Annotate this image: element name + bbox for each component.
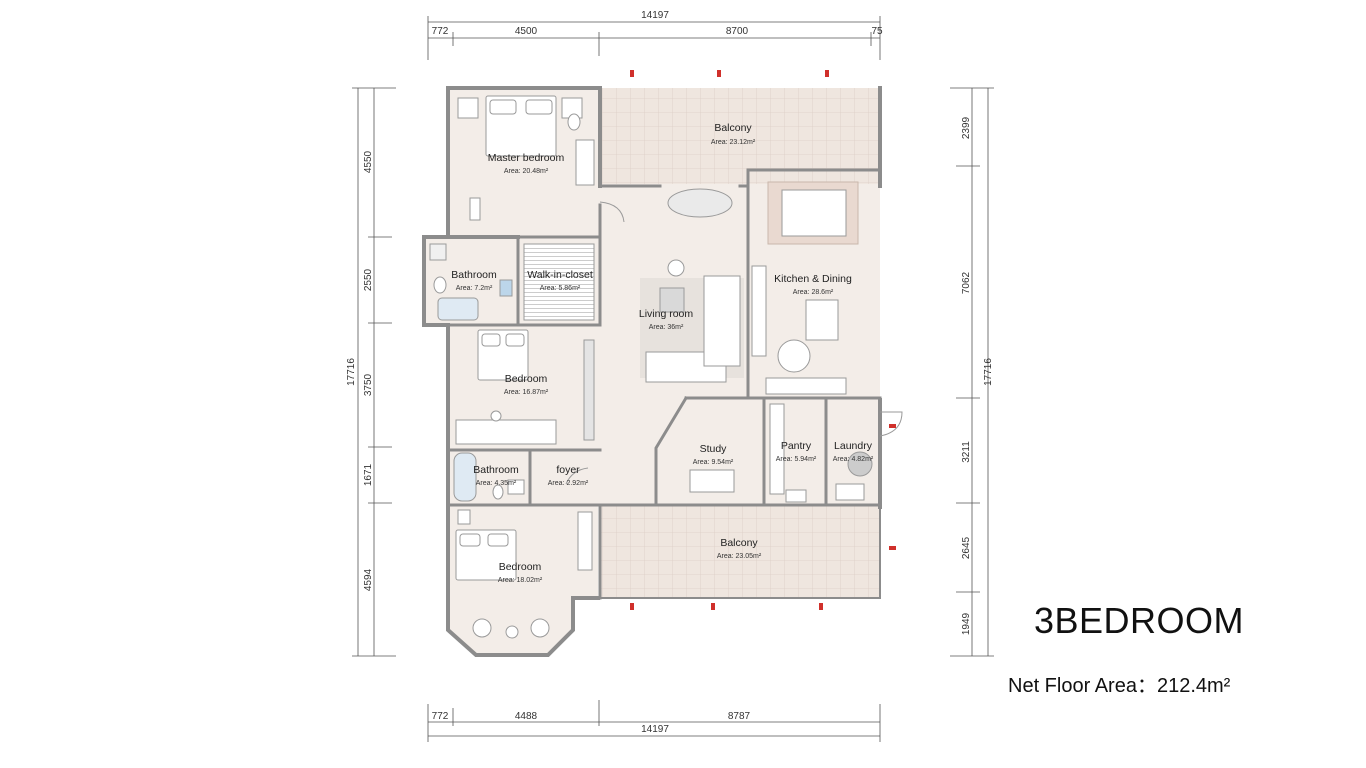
- room-area-kitchen-dining: Area: 28.6m²: [793, 289, 834, 296]
- dim-left-seg-5: 4594: [363, 568, 374, 591]
- room-area-living-room: Area: 36m²: [649, 324, 684, 331]
- dim-left-total: 17716: [346, 358, 357, 386]
- room-name-master-bedroom: Master bedroom: [488, 152, 565, 164]
- room-area-bedroom-3: Area: 18.02m²: [498, 577, 543, 584]
- room-area-study: Area: 9.54m²: [693, 459, 734, 466]
- dim-right-seg-4: 2645: [961, 536, 972, 559]
- room-area-bathroom-2: Area: 4.35m²: [476, 480, 517, 487]
- room-name-bedroom-3: Bedroom: [499, 561, 542, 573]
- dim-right-seg-3: 3211: [961, 441, 972, 463]
- dimension-right: [950, 87, 994, 657]
- dim-top-seg-1: 772: [432, 26, 449, 37]
- entry-markers: [630, 70, 896, 610]
- dim-right-seg-5: 1949: [961, 612, 972, 635]
- walls: [422, 86, 882, 657]
- room-labels: Master bedroom Area: 20.48m² Balcony Are…: [451, 122, 874, 584]
- room-area-bedroom-2: Area: 16.87m²: [504, 389, 549, 396]
- room-name-study: Study: [700, 443, 728, 455]
- dim-left-seg-3: 3750: [363, 373, 374, 396]
- room-area-bathroom-1: Area: 7.2m²: [456, 285, 493, 292]
- room-name-pantry: Pantry: [781, 440, 812, 452]
- room-area-walk-in-closet: Area: 5.86m²: [540, 285, 581, 292]
- dim-top-seg-3: 8700: [726, 26, 749, 37]
- dim-top-seg-4: 75: [871, 26, 883, 37]
- dim-top-total: 14197: [641, 10, 669, 21]
- room-name-kitchen-dining: Kitchen & Dining: [774, 273, 852, 285]
- room-area-laundry: Area: 4.82m²: [833, 456, 874, 463]
- dimension-top: [427, 16, 881, 60]
- room-name-bedroom-2: Bedroom: [505, 373, 548, 385]
- room-name-living-room: Living room: [639, 308, 694, 320]
- room-name-bathroom-1: Bathroom: [451, 269, 497, 281]
- dim-right-seg-2: 7062: [961, 271, 972, 294]
- dim-bottom-total: 14197: [641, 724, 669, 735]
- furniture: [429, 95, 903, 639]
- dim-left-seg-4: 1671: [363, 463, 374, 486]
- dim-top-seg-2: 4500: [515, 26, 538, 37]
- room-area-foyer: Area: 2.92m²: [548, 480, 589, 487]
- room-name-balcony-top: Balcony: [714, 122, 752, 134]
- room-area-balcony-top: Area: 23.12m²: [711, 139, 756, 146]
- room-area-balcony-bottom: Area: 23.05m²: [717, 553, 762, 560]
- room-name-bathroom-2: Bathroom: [473, 464, 519, 476]
- net-floor-area: Net Floor Area：212.4m²: [1008, 669, 1230, 698]
- dim-left-seg-1: 4550: [363, 150, 374, 173]
- room-area-master-bedroom: Area: 20.48m²: [504, 168, 549, 175]
- room-name-foyer: foyer: [556, 464, 580, 476]
- room-name-walk-in-closet: Walk-in-closet: [527, 269, 593, 281]
- room-name-balcony-bottom: Balcony: [720, 537, 758, 549]
- dim-left-seg-2: 2550: [363, 268, 374, 291]
- room-name-laundry: Laundry: [834, 440, 873, 452]
- dim-right-seg-1: 2399: [961, 116, 972, 139]
- dim-bottom-seg-2: 4488: [515, 711, 538, 722]
- dim-right-total: 17716: [983, 358, 994, 386]
- room-area-pantry: Area: 5.94m²: [776, 456, 817, 463]
- net-floor-area-value: 212.4m²: [1156, 675, 1231, 697]
- dimension-bottom: [427, 700, 881, 742]
- net-floor-area-label: Net Floor Area：: [1008, 675, 1157, 697]
- plan-title: 3BEDROOM: [1034, 600, 1245, 641]
- dim-bottom-seg-3: 8787: [728, 711, 751, 722]
- dimension-left: [352, 87, 396, 657]
- dim-bottom-seg-1: 772: [432, 711, 449, 722]
